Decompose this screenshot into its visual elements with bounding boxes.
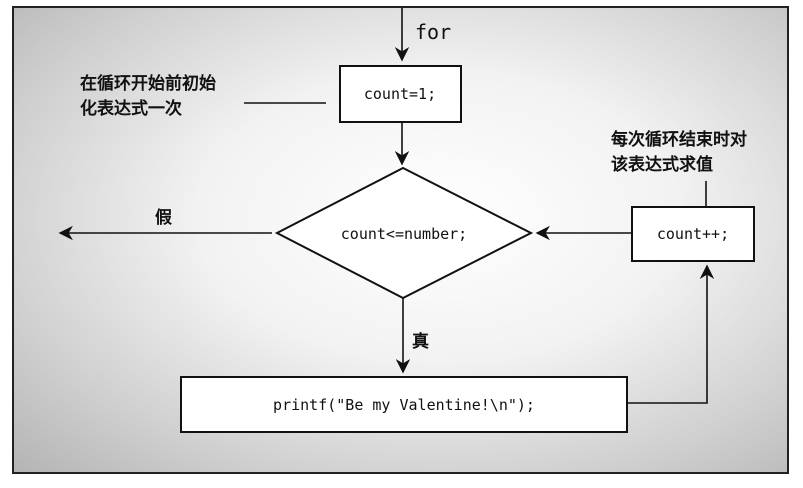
body-code: printf("Be my Valentine!\n");	[273, 396, 535, 414]
update-box	[631, 206, 755, 262]
true-label: 真	[412, 331, 429, 352]
update-note-line2: 该表达式求值	[611, 154, 713, 175]
update-note-line1: 每次循环结束时对	[611, 129, 747, 150]
for-label: for	[415, 20, 451, 44]
false-label: 假	[155, 207, 172, 228]
body-to-update-arrow	[627, 264, 715, 404]
update-code: count++;	[657, 225, 729, 243]
condition-code: count<=number;	[341, 225, 467, 243]
init-note-line1: 在循环开始前初始	[80, 73, 216, 94]
body-box	[180, 376, 628, 433]
init-note-line2: 化表达式一次	[80, 98, 182, 119]
init-box	[339, 65, 462, 123]
init-code: count=1;	[364, 85, 436, 103]
